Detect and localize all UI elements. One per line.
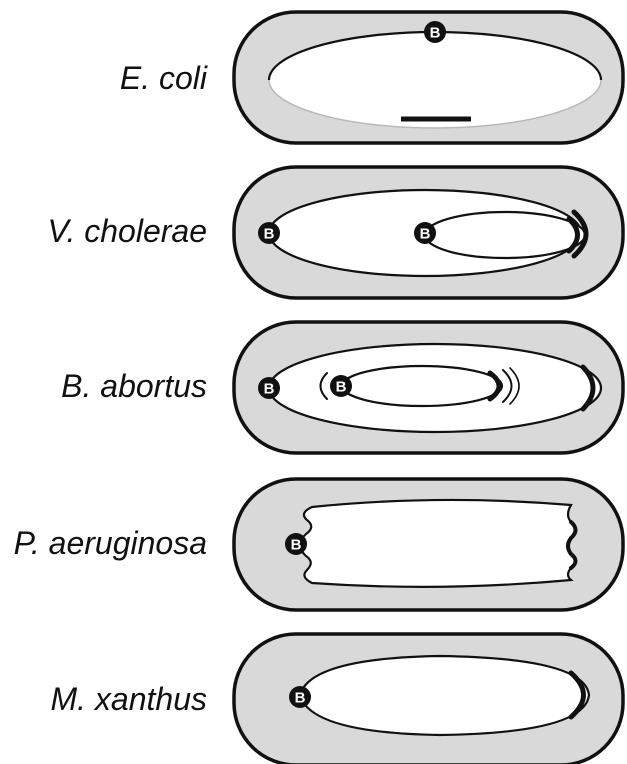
chromosome — [300, 656, 589, 735]
cell-m-xanthus: B — [234, 634, 623, 764]
svg-text:B: B — [264, 226, 275, 243]
b-marker: B — [258, 377, 280, 399]
chromosome — [300, 500, 576, 587]
b-marker: B — [289, 686, 311, 708]
b-marker: B — [330, 375, 352, 397]
svg-text:B: B — [430, 25, 441, 42]
svg-text:B: B — [295, 690, 306, 707]
svg-text:B: B — [336, 379, 347, 396]
cell-p-aeruginosa: B — [234, 479, 623, 610]
b-marker: B — [258, 222, 280, 244]
b-marker: B — [285, 533, 307, 555]
svg-text:B: B — [420, 226, 431, 243]
chromosome-2 — [425, 212, 585, 258]
cell-e-coli: B — [234, 12, 623, 143]
svg-text:B: B — [264, 381, 275, 398]
b-marker: B — [424, 21, 446, 43]
cell-b-abortus: B B — [234, 322, 623, 453]
chromosome-2 — [342, 366, 502, 406]
svg-text:B: B — [291, 537, 302, 554]
cell-v-cholerae: B B — [234, 167, 623, 298]
b-marker: B — [414, 222, 436, 244]
